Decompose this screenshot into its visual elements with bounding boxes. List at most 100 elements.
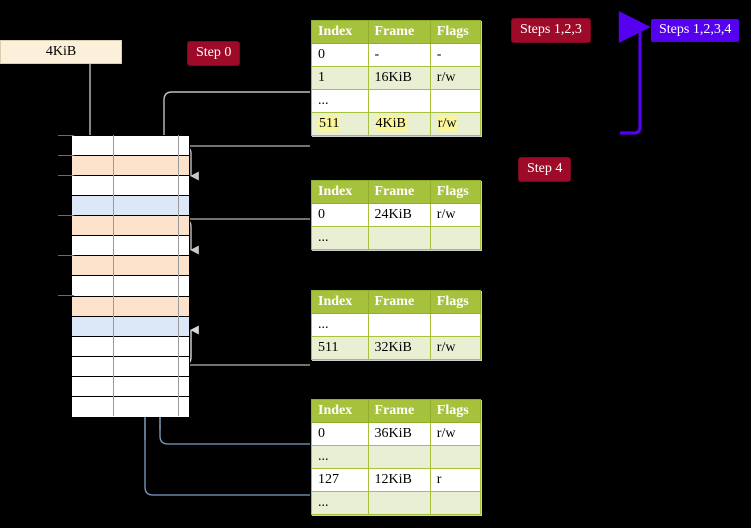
- memory-tick: [58, 255, 74, 256]
- table-row[interactable]: ...: [311, 226, 482, 250]
- cell-flags: r/w: [429, 336, 482, 360]
- memory-tick: [58, 155, 74, 156]
- cell-flags: [429, 313, 482, 337]
- column-header-flags: Flags: [429, 180, 482, 204]
- column-header-frame: Frame: [367, 290, 431, 314]
- cell-index: 511: [311, 112, 369, 136]
- cell-frame: 32KiB: [367, 336, 431, 360]
- column-header-index: Index: [311, 180, 369, 204]
- size-box-label: 4KiB: [45, 44, 77, 59]
- cell-flags: [429, 491, 482, 515]
- cell-frame: [367, 89, 431, 113]
- column-header-index: Index: [311, 290, 369, 314]
- memory-frame-row: [72, 356, 189, 377]
- memory-frame-row: [72, 396, 189, 417]
- connector-mem-to-pdpt: [182, 218, 310, 255]
- column-header-index: Index: [311, 399, 369, 423]
- table-row[interactable]: ...: [311, 491, 482, 515]
- memory-guide-line: [113, 135, 114, 416]
- table-row[interactable]: ...: [311, 89, 482, 113]
- cell-index: ...: [311, 491, 369, 515]
- memory-frame-row: [72, 276, 189, 297]
- badge-steps-123: Steps 1,2,3: [512, 19, 590, 42]
- cell-index: 1: [311, 66, 369, 90]
- cell-frame: [367, 226, 431, 250]
- cell-flags: r: [429, 468, 482, 492]
- memory-guide-line: [178, 135, 179, 416]
- memory-frame-row: [72, 136, 189, 157]
- highlighted-value: r/w: [436, 116, 458, 131]
- cell-flags: r/w: [429, 66, 482, 90]
- memory-frame-row: [72, 236, 189, 257]
- cell-index: 0: [311, 203, 369, 227]
- column-header-frame: Frame: [367, 399, 431, 423]
- column-header-flags: Flags: [429, 399, 482, 423]
- memory-frame-row: [72, 176, 189, 197]
- cell-index: ...: [311, 89, 369, 113]
- cell-index: 511: [311, 336, 369, 360]
- cell-frame: -: [367, 43, 431, 67]
- cell-flags: [429, 445, 482, 469]
- memory-tick: [58, 215, 74, 216]
- memory-frame-row: [72, 316, 189, 337]
- column-header-flags: Flags: [429, 290, 482, 314]
- memory-frame-row: [72, 196, 189, 217]
- size-box-4kib: 4KiB: [0, 40, 122, 64]
- table-row[interactable]: 511 4KiB r/w: [311, 112, 482, 136]
- cell-index: ...: [311, 226, 369, 250]
- memory-frame-row: [72, 256, 189, 277]
- column-header-index: Index: [311, 20, 369, 44]
- cell-flags: -: [429, 43, 482, 67]
- connector-mem-to-pml4: [182, 145, 310, 181]
- badge-steps-123-label: Steps 1,2,3: [520, 22, 582, 37]
- highlighted-value: 511: [318, 116, 341, 131]
- memory-tick: [58, 175, 74, 176]
- cell-flags: r/w: [429, 203, 482, 227]
- badge-steps-1234-label: Steps 1,2,3,4: [659, 22, 732, 37]
- cell-flags: r/w: [429, 112, 482, 136]
- cell-flags: [429, 89, 482, 113]
- connector-mem-to-pd: [182, 325, 310, 366]
- cell-frame: 36KiB: [367, 422, 431, 446]
- cell-frame: 16KiB: [367, 66, 431, 90]
- memory-frame-row: [72, 296, 189, 317]
- cell-frame: 4KiB: [367, 112, 431, 136]
- connector-steps-1234-bracket: [618, 11, 651, 135]
- table-row[interactable]: ...: [311, 313, 482, 337]
- badge-steps-1234: Steps 1,2,3,4: [651, 19, 740, 42]
- memory-tick: [58, 135, 74, 136]
- memory-frame-row: [72, 216, 189, 237]
- cell-frame: 12KiB: [367, 468, 431, 492]
- cell-index: 127: [311, 468, 369, 492]
- column-header-frame: Frame: [367, 180, 431, 204]
- badge-step-4: Step 4: [519, 158, 571, 181]
- table-row[interactable]: 0--: [311, 43, 482, 67]
- cell-flags: r/w: [429, 422, 482, 446]
- memory-tick: [58, 295, 74, 296]
- cell-index: ...: [311, 445, 369, 469]
- badge-step-0: Step 0: [188, 42, 240, 65]
- cell-index: 0: [311, 422, 369, 446]
- cell-frame: [367, 313, 431, 337]
- cell-index: 0: [311, 43, 369, 67]
- memory-frame-row: [72, 336, 189, 357]
- highlighted-value: 4KiB: [374, 116, 407, 131]
- cell-frame: [367, 445, 431, 469]
- cell-flags: [429, 226, 482, 250]
- table-row[interactable]: ...: [311, 445, 482, 469]
- column-header-frame: Frame: [367, 20, 431, 44]
